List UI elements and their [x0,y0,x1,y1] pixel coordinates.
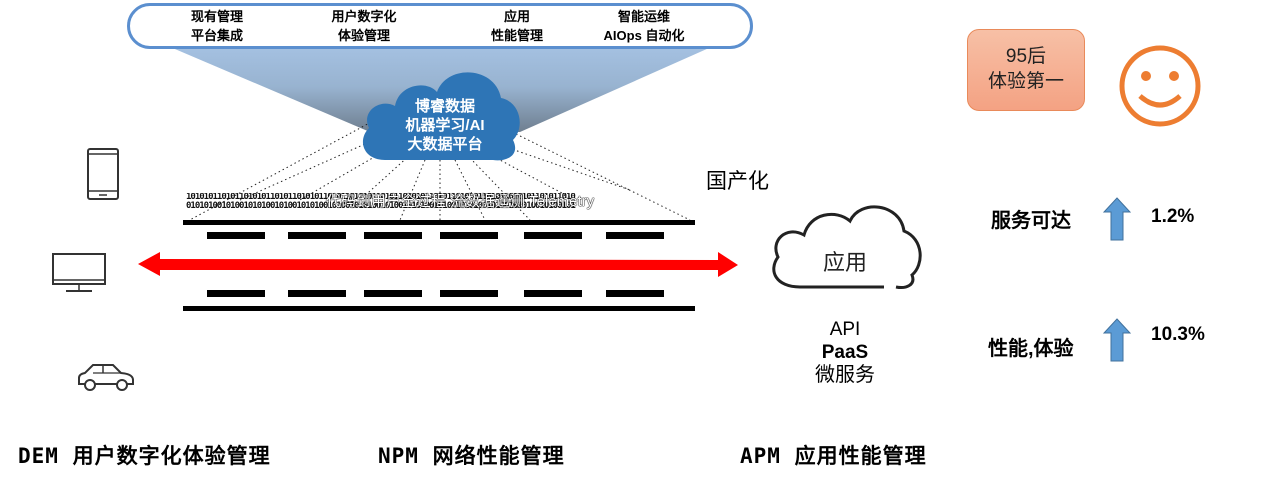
application-cloud-label: 应用 [822,250,867,275]
lane-dash [364,232,422,239]
footer-dem: DEM 用户数字化体验管理 [18,444,271,468]
microservices-label: 微服务 [815,364,875,386]
api-label: API [829,319,861,340]
lane-dash [440,232,498,239]
monitor-icon [52,253,106,292]
footer-npm: NPM 网络性能管理 [378,444,565,468]
capability-existing-platform: 现有管理 平台集成 [190,9,243,43]
telemetry-label: 代码到用户全过程 流数据遥测 Telemetry [325,193,595,210]
metric-value-performance: 10.3% [1151,324,1205,345]
up-arrow-icon [1103,197,1131,241]
footer-apm: APM 应用性能管理 [740,444,927,468]
lane-dash [440,290,498,297]
lane-dash [288,232,346,239]
capabilities-bar [127,3,753,49]
capability-apm: 应用 性能管理 [490,9,543,43]
lane-dash [524,290,582,297]
lane-dash [207,290,265,297]
lane-dash [288,290,346,297]
network-top-line [183,220,695,225]
localization-label: 国产化 [706,170,769,193]
lane-dash [207,232,265,239]
metric-value-reachability: 1.2% [1151,206,1195,227]
platform-cloud-label: 博睿数据 机器学习/AI 大数据平台 [405,98,485,153]
network-bottom-line [183,306,695,311]
smiley-face-icon [1119,45,1201,127]
capability-aiops: 智能运维 AIOps 自动化 [603,9,685,43]
metric-label-performance: 性能,体验 [988,338,1074,360]
lane-dash [606,232,664,239]
up-arrow-icon [1103,318,1131,362]
binary-stream: 1010101101011010101101011010101101011010… [186,193,576,211]
lane-dash [524,232,582,239]
lane-dash [364,290,422,297]
metric-label-reachability: 服务可达 [991,210,1071,232]
application-cloud-icon [772,205,922,289]
mobile-phone-icon [87,148,119,200]
paas-label: PaaS [821,342,869,363]
platform-cloud-icon [362,72,520,161]
lane-dash [606,290,664,297]
car-icon [78,364,134,391]
application-stack: API PaaS 微服务 [790,318,900,387]
capability-dem: 用户数字化 体验管理 [331,9,397,43]
bidirectional-arrow-icon [138,252,738,277]
generation-badge: 95后 体验第一 [967,29,1085,111]
